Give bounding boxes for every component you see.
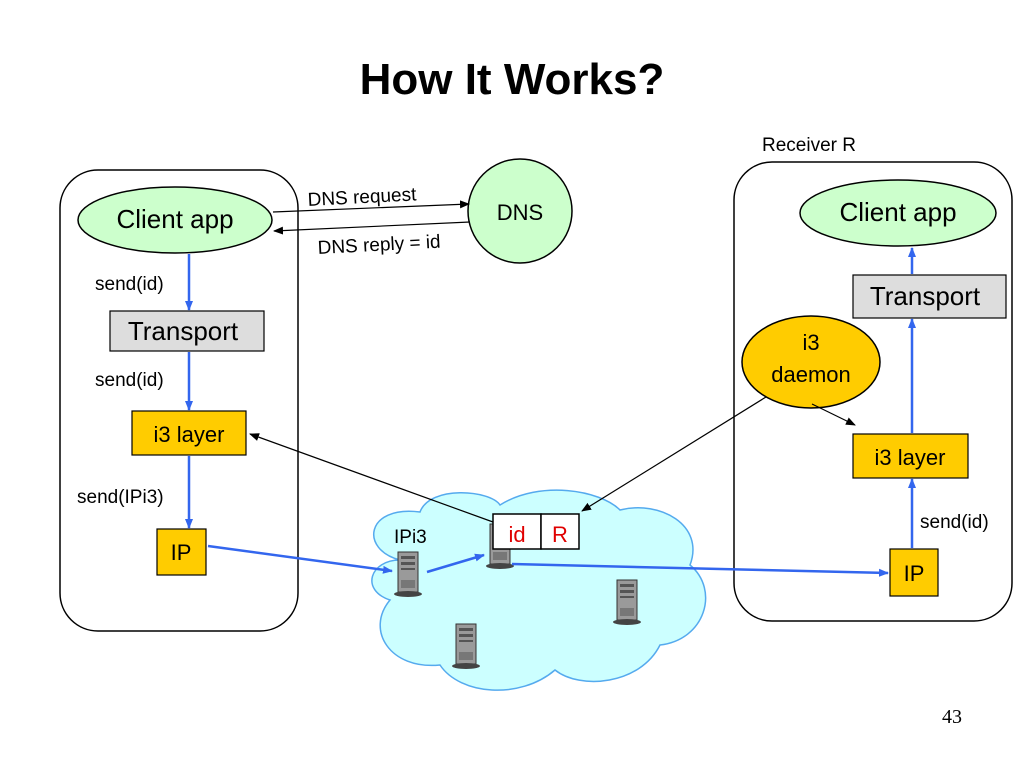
arrow-daemon-trigger	[581, 396, 767, 512]
sender-send-label-1: send(id)	[95, 274, 164, 295]
network-cloud	[371, 489, 707, 691]
packet-r-label: R	[552, 522, 568, 547]
sender-ip-label: IP	[171, 540, 192, 565]
arrow-server-to-server	[426, 553, 485, 574]
server-icon	[451, 623, 481, 670]
packet-id-label: id	[508, 522, 525, 547]
sender-send-label-3: send(IPi3)	[77, 487, 164, 508]
sender-client-app	[77, 186, 273, 254]
dns-reply-label: DNS reply = id	[317, 232, 441, 259]
packet-r-cell	[540, 513, 580, 550]
receiver-client-app	[799, 179, 997, 247]
sender-host-box	[59, 169, 299, 632]
arrow-server-to-receiver-ip	[511, 562, 889, 577]
arrow-daemon-i3-layer	[811, 403, 856, 426]
receiver-host-box	[733, 161, 1013, 622]
sender-transport-label: Transport	[128, 316, 239, 346]
i3-daemon-label-line1: i3	[802, 330, 819, 355]
receiver-transport-label: Transport	[870, 281, 981, 311]
receiver-transport-box	[852, 274, 1007, 319]
sender-i3-layer-box	[131, 410, 247, 456]
receiver-ip-label: IP	[904, 561, 925, 586]
arrow-ip-to-server	[207, 544, 393, 574]
receiver-label: Receiver R	[762, 135, 856, 156]
receiver-send-label: send(id)	[920, 512, 989, 533]
dns-label: DNS	[497, 200, 543, 225]
receiver-client-app-label: Client app	[839, 197, 956, 227]
sender-transport-box	[109, 310, 265, 352]
arrow-packet-to-sender-i3	[249, 433, 494, 523]
receiver-i3-layer-label: i3 layer	[875, 445, 946, 470]
i3-daemon-label-line2: daemon	[771, 362, 851, 387]
sender-ip-box	[156, 528, 207, 576]
receiver-ip-box	[889, 548, 939, 597]
arrow-dns-reply	[273, 221, 471, 235]
ipi3-label: IPi3	[394, 527, 427, 548]
sender-client-app-label: Client app	[116, 204, 233, 234]
i3-daemon	[741, 315, 881, 409]
sender-i3-layer-label: i3 layer	[154, 422, 225, 447]
page-number: 43	[942, 706, 962, 728]
arrow-dns-request	[272, 200, 470, 213]
server-icon	[612, 579, 642, 626]
sender-send-label-2: send(id)	[95, 370, 164, 391]
server-icon	[393, 551, 423, 598]
slide-title: How It Works?	[359, 55, 665, 104]
packet-id-cell	[492, 513, 542, 550]
dns-server	[467, 158, 573, 264]
